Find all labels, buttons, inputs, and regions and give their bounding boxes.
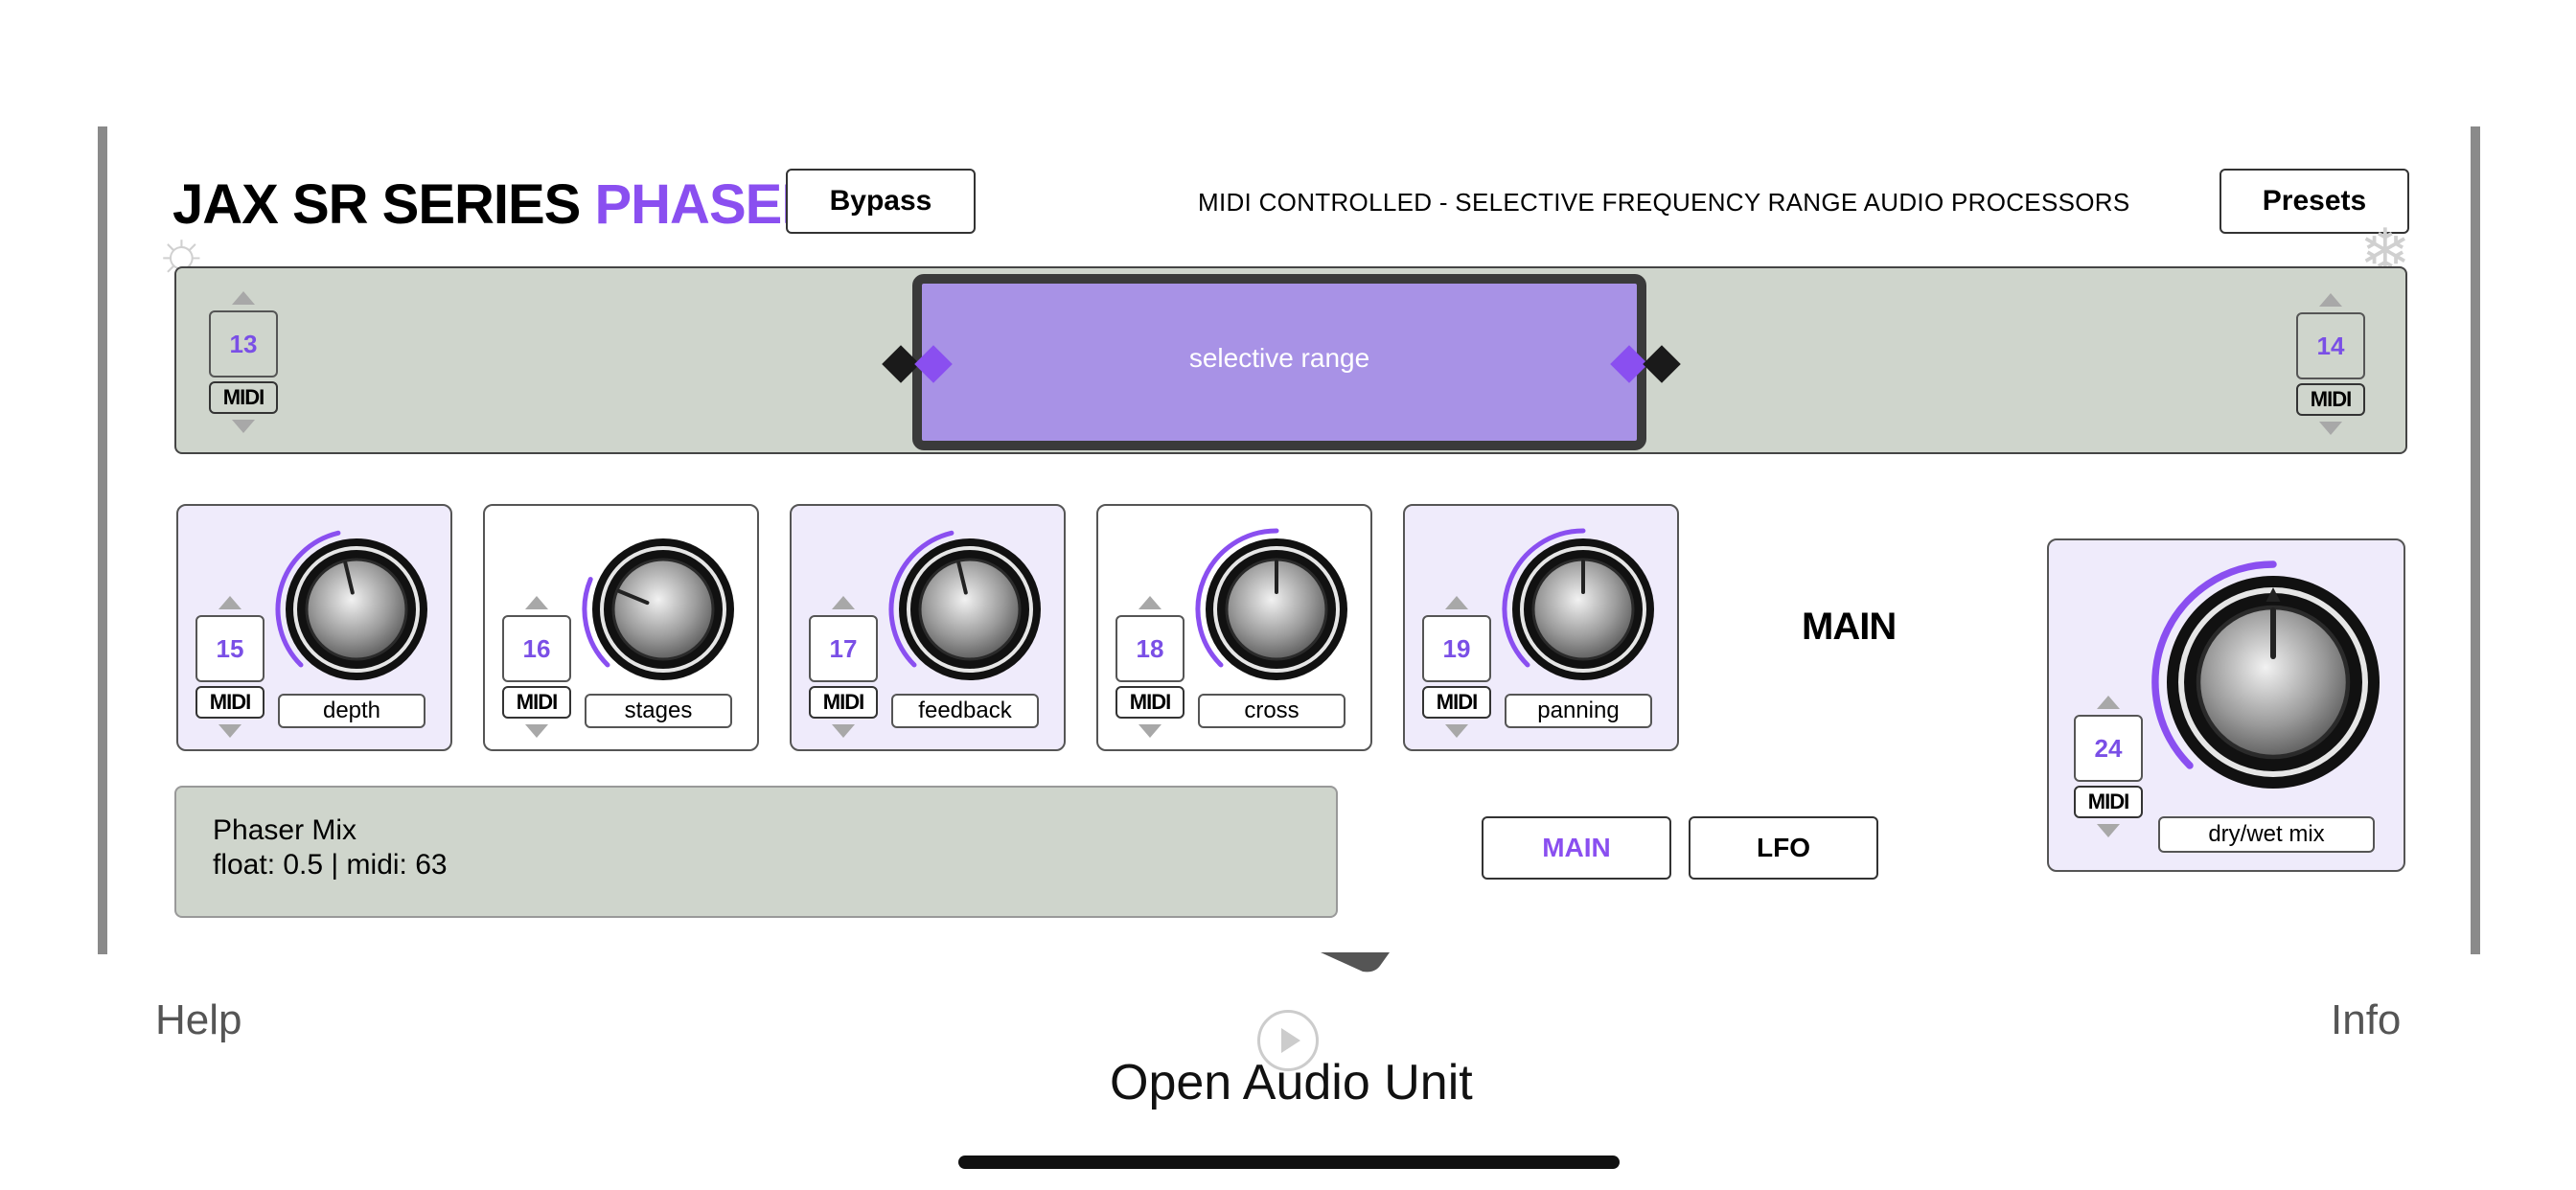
knob-inner-ring — [293, 546, 420, 673]
increment-arrow-icon[interactable] — [1445, 596, 1468, 609]
midi-learn-button[interactable]: MIDI — [196, 686, 264, 719]
bypass-button[interactable]: Bypass — [786, 169, 976, 234]
stages-midi-control[interactable]: 16 MIDI — [502, 596, 571, 738]
depth-midi-control[interactable]: 15 MIDI — [196, 596, 264, 738]
knob-value-arc — [2151, 561, 2277, 769]
knob-cap — [611, 558, 715, 661]
feedback-knob[interactable] — [878, 525, 1050, 698]
feedback-midi-control[interactable]: 17 MIDI — [809, 596, 878, 738]
title-text: JAX SR SERIES — [172, 173, 595, 236]
midi-cc-number[interactable]: 16 — [502, 615, 571, 682]
decrement-arrow-icon[interactable] — [2319, 422, 2342, 435]
decrement-arrow-icon[interactable] — [218, 724, 242, 738]
parameter-info-panel: Phaser Mix float: 0.5 | midi: 63 — [174, 786, 1338, 918]
title-accent-text: PHASER — [594, 173, 821, 236]
midi-learn-button[interactable]: MIDI — [1116, 686, 1184, 719]
midi-learn-button[interactable]: MIDI — [502, 686, 571, 719]
knob-value-arc — [1195, 528, 1279, 668]
knob-value-arc — [582, 577, 610, 668]
knob-value-arc — [1502, 528, 1586, 668]
parameter-value: float: 0.5 | midi: 63 — [213, 849, 448, 881]
knob-inner-ring — [1213, 546, 1340, 673]
midi-cc-number[interactable]: 13 — [209, 310, 278, 378]
increment-arrow-icon[interactable] — [2319, 293, 2342, 307]
increment-arrow-icon[interactable] — [1138, 596, 1162, 609]
knob-cap — [918, 558, 1022, 661]
knob-inner-ring — [907, 546, 1033, 673]
increment-arrow-icon[interactable] — [525, 596, 548, 609]
increment-arrow-icon[interactable] — [218, 596, 242, 609]
knob-pointer — [343, 561, 355, 595]
midi-cc-number[interactable]: 18 — [1116, 615, 1184, 682]
tab-main[interactable]: MAIN — [1482, 816, 1671, 880]
depth-knob[interactable] — [264, 525, 437, 698]
knob-inner-ring — [600, 546, 726, 673]
knob-pointer — [956, 561, 968, 595]
increment-arrow-icon[interactable] — [832, 596, 855, 609]
play-icon[interactable] — [1257, 1010, 1319, 1071]
cross-label: cross — [1198, 694, 1346, 728]
stages-label: stages — [585, 694, 732, 728]
presets-button[interactable]: Presets — [2220, 169, 2409, 234]
midi-learn-button[interactable]: MIDI — [2296, 383, 2365, 416]
midi-cc-number[interactable]: 14 — [2296, 312, 2365, 379]
left-frame-bar — [98, 126, 107, 954]
midi-learn-button[interactable]: MIDI — [809, 686, 878, 719]
knob-pointer — [616, 588, 650, 606]
panning-label: panning — [1505, 694, 1652, 728]
decrement-arrow-icon[interactable] — [2097, 824, 2120, 837]
range-low-midi-control[interactable]: 13 MIDI — [209, 291, 278, 433]
midi-cc-number[interactable]: 24 — [2074, 715, 2143, 782]
cross-midi-control[interactable]: 18 MIDI — [1116, 596, 1184, 738]
open-audio-unit-button[interactable]: Open Audio Unit — [1110, 1055, 1473, 1110]
decrement-arrow-icon[interactable] — [1445, 724, 1468, 738]
midi-cc-number[interactable]: 19 — [1422, 615, 1491, 682]
increment-arrow-icon[interactable] — [232, 291, 255, 305]
app-subtitle: MIDI CONTROLLED - SELECTIVE FREQUENCY RA… — [1198, 188, 2130, 217]
knob-value-arc — [275, 530, 341, 668]
selective-range-region[interactable]: selective range — [912, 274, 1646, 450]
info-link[interactable]: Info — [2331, 996, 2402, 1043]
decrement-arrow-icon[interactable] — [232, 420, 255, 433]
feedback-label: feedback — [891, 694, 1039, 728]
midi-learn-button[interactable]: MIDI — [2074, 786, 2143, 818]
midi-learn-button[interactable]: MIDI — [1422, 686, 1491, 719]
knob-inner-ring — [1520, 546, 1646, 673]
app-title: JAX SR SERIES PHASER — [172, 172, 821, 237]
decrement-arrow-icon[interactable] — [1138, 724, 1162, 738]
tab-lfo[interactable]: LFO — [1689, 816, 1878, 880]
parameter-name: Phaser Mix — [213, 814, 357, 846]
drawer-handle-icon[interactable] — [1321, 952, 1390, 975]
home-indicator[interactable] — [958, 1156, 1620, 1169]
decrement-arrow-icon[interactable] — [832, 724, 855, 738]
midi-learn-button[interactable]: MIDI — [209, 381, 278, 414]
range-high-midi-control[interactable]: 14 MIDI — [2296, 293, 2365, 435]
page-section-label: MAIN — [1802, 606, 1897, 648]
midi-cc-number[interactable]: 17 — [809, 615, 878, 682]
panning-midi-control[interactable]: 19 MIDI — [1422, 596, 1491, 738]
selective-range-label: selective range — [1188, 343, 1370, 373]
stages-knob[interactable] — [571, 525, 744, 698]
decrement-arrow-icon[interactable] — [525, 724, 548, 738]
mix-midi-control[interactable]: 24 MIDI — [2074, 696, 2143, 837]
panning-knob[interactable] — [1491, 525, 1664, 698]
dry-wet-mix-knob[interactable] — [2135, 556, 2394, 814]
knob-value-arc — [888, 530, 954, 668]
help-link[interactable]: Help — [155, 996, 242, 1043]
cross-knob[interactable] — [1184, 525, 1357, 698]
knob-cap — [305, 558, 408, 661]
knob-center-marker-icon — [2266, 587, 2281, 602]
right-frame-bar — [2471, 126, 2480, 954]
dry-wet-mix-label: dry/wet mix — [2158, 816, 2375, 853]
increment-arrow-icon[interactable] — [2097, 696, 2120, 709]
depth-label: depth — [278, 694, 426, 728]
midi-cc-number[interactable]: 15 — [196, 615, 264, 682]
